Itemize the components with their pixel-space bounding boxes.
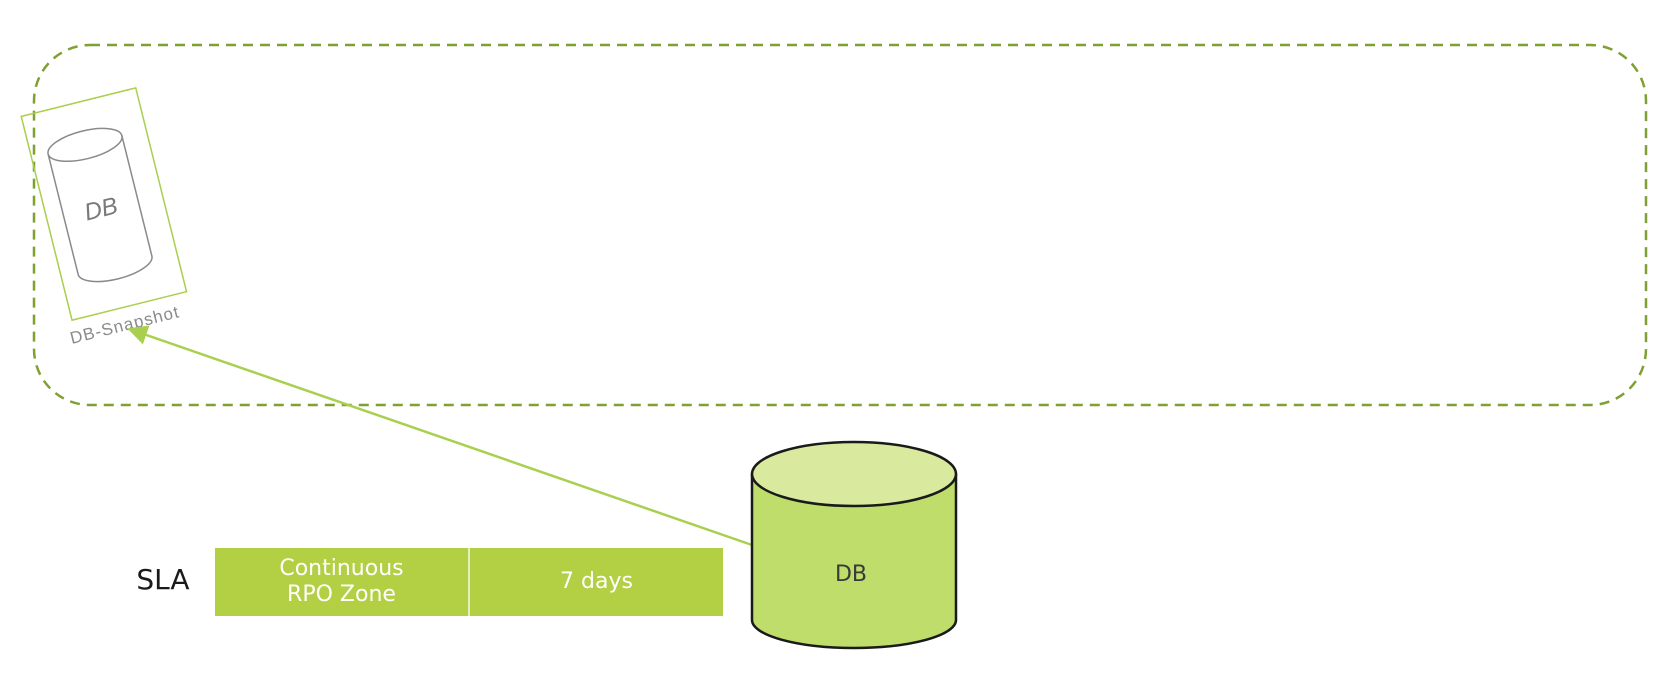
source-db-cylinder xyxy=(750,440,958,650)
sla-bar: Continuous RPO Zone 7 days xyxy=(215,548,723,616)
snapshot-arrow xyxy=(127,325,753,547)
protection-zone-boundary xyxy=(32,43,1648,407)
sla-label: SLA xyxy=(136,563,190,596)
db-snapshot: DB DB-Snapshot xyxy=(20,86,188,348)
sla-cell-continuous-rpo-label: Continuous RPO Zone xyxy=(279,556,404,607)
source-db-label: DB xyxy=(835,562,867,587)
snapshot-frame xyxy=(20,86,188,322)
sla-cell-7-days-label: 7 days xyxy=(560,569,633,594)
sla-cell-continuous-rpo: Continuous RPO Zone xyxy=(215,548,470,616)
snapshot-db-icon xyxy=(47,127,153,283)
sla-cell-7-days: 7 days xyxy=(470,548,723,616)
